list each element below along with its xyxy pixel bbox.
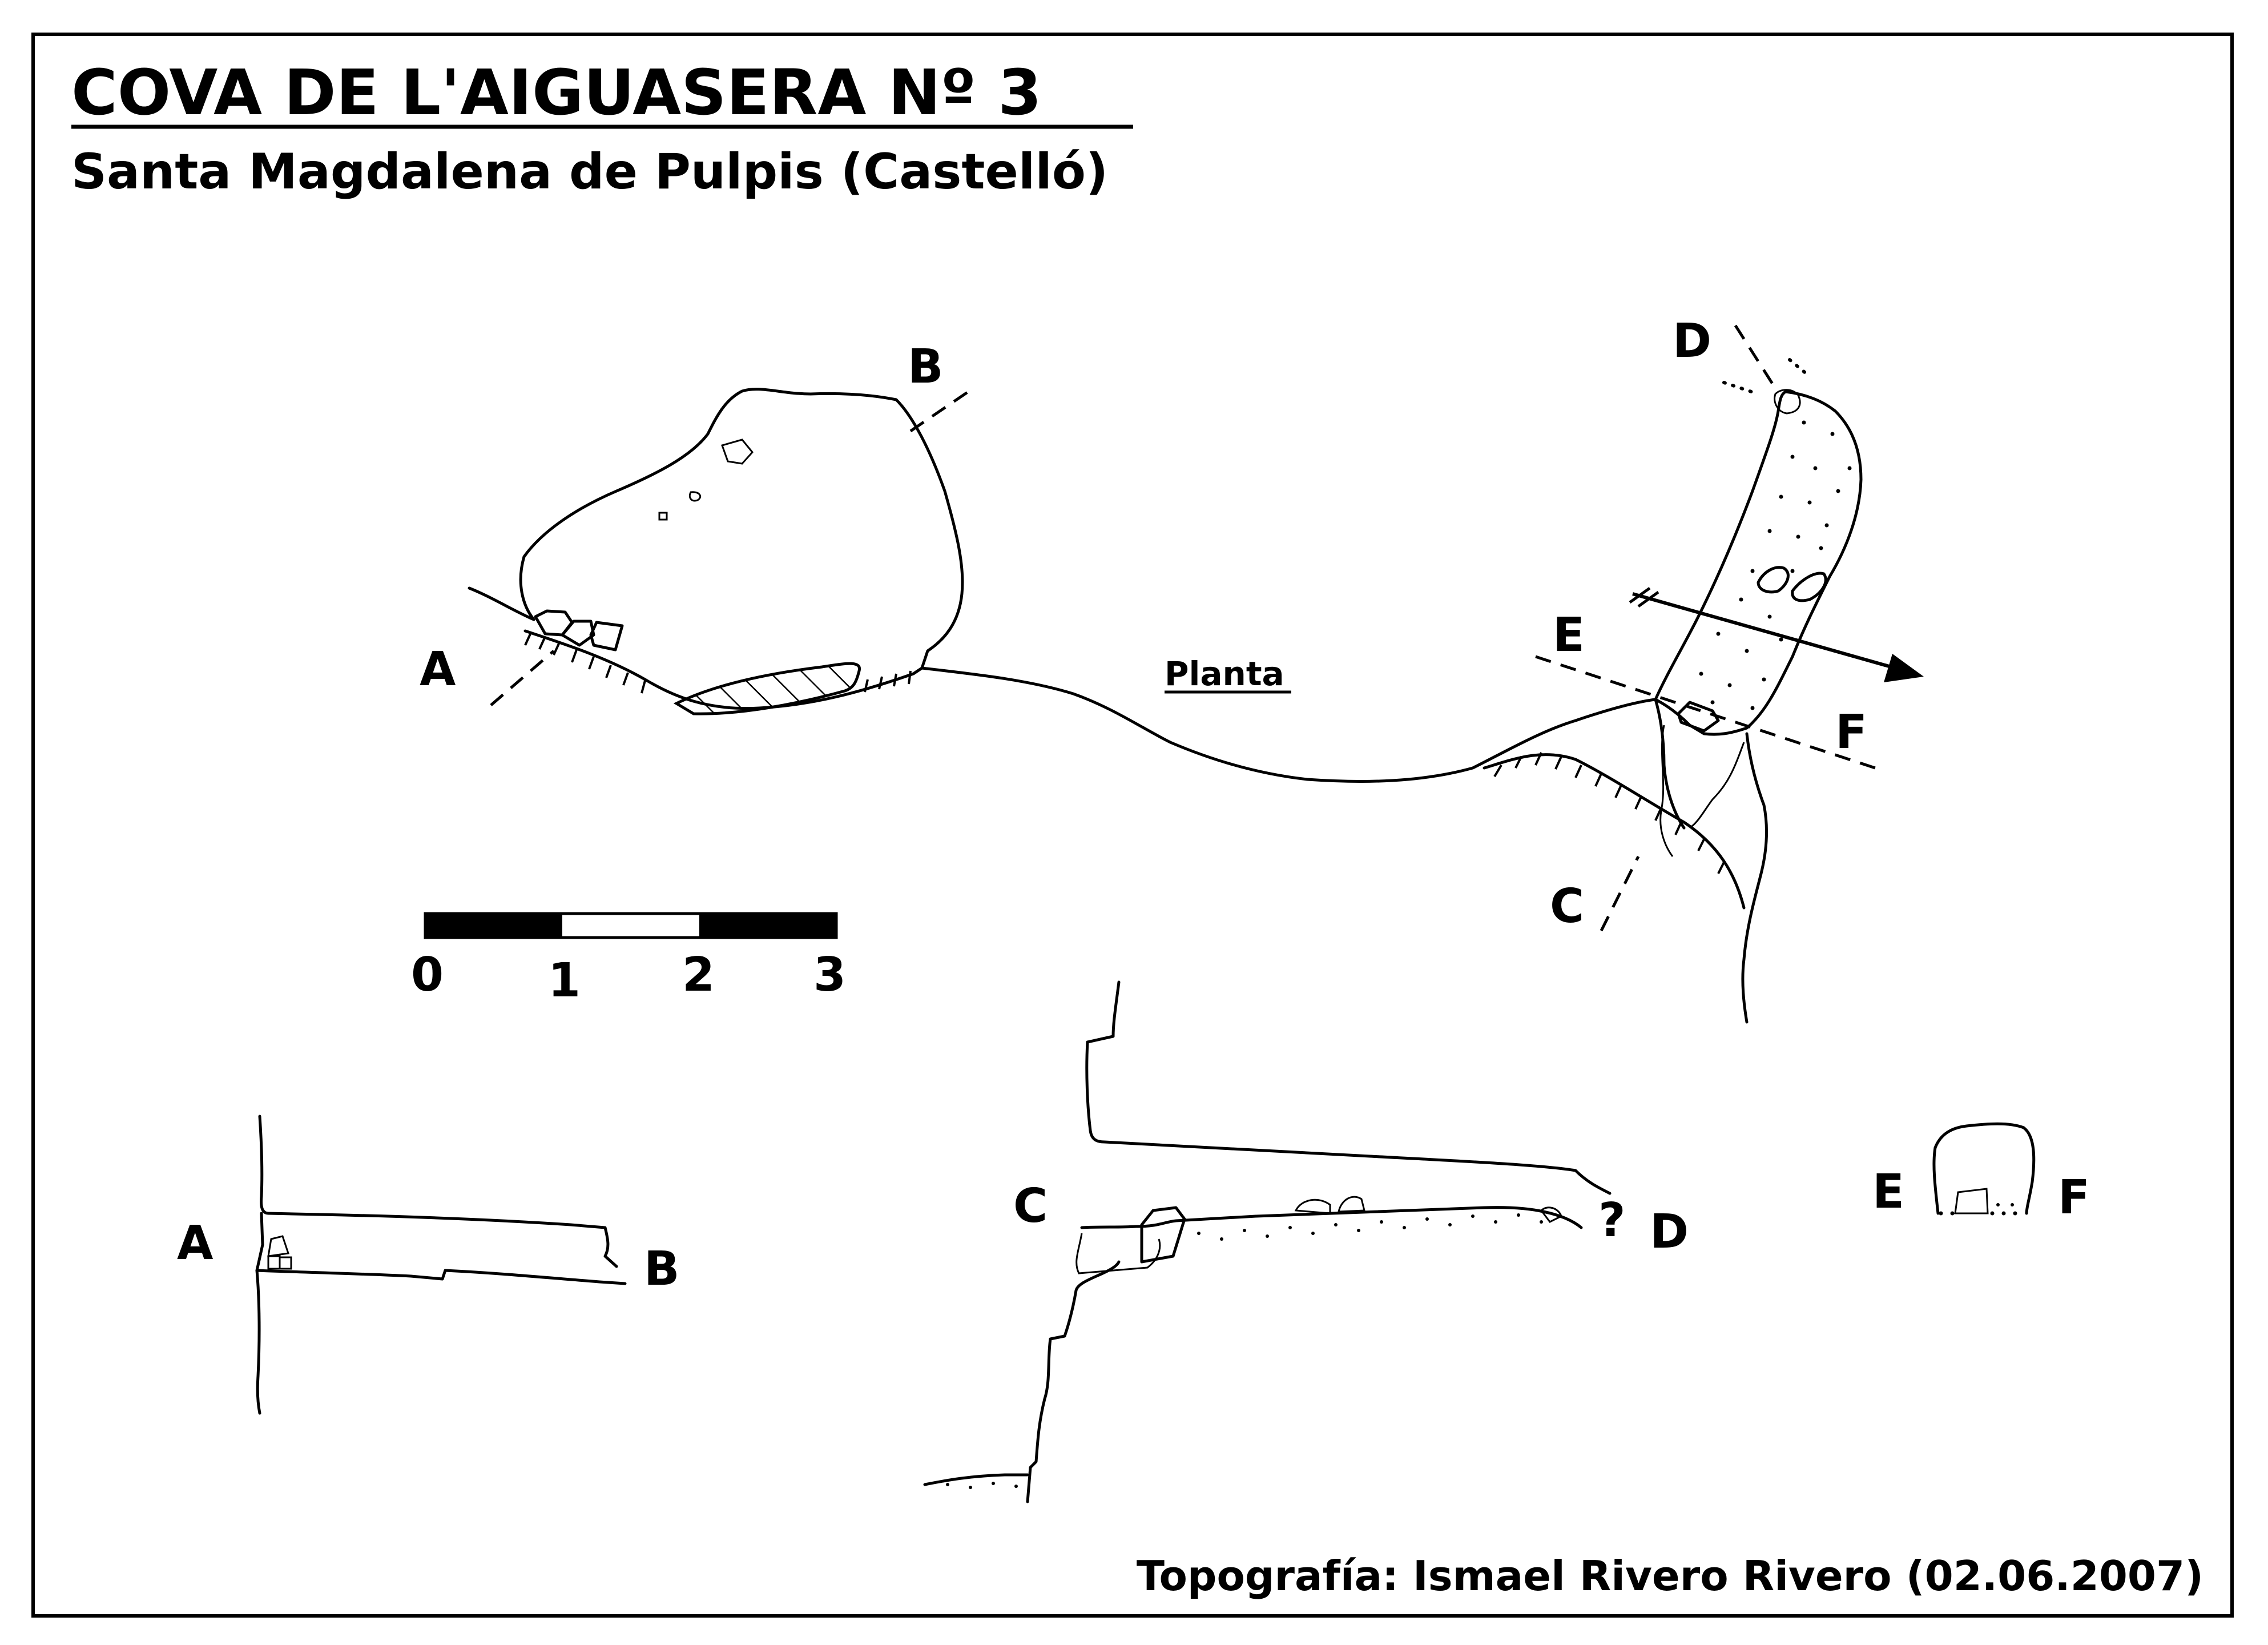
section-line-ef (1535, 655, 1876, 770)
profile-a-b-west-wall (255, 1269, 261, 1415)
plan-gallery-boulder-1 (1757, 566, 1790, 594)
plan-chamber-west-outline (519, 388, 964, 670)
plan-boulder-3 (589, 621, 624, 651)
profile-c-d-uncertain-mark: ? (1598, 1193, 1626, 1248)
profile-c-d-boulder-4 (1540, 1206, 1562, 1223)
profile-c-d-step (1075, 1233, 1161, 1274)
profile-a-b-label-a: A (177, 1216, 213, 1270)
profile-c-d-floor (1080, 1206, 1583, 1229)
profile-c-d-label-c: C (1013, 1179, 1048, 1233)
profile-c-d: C ? D (923, 980, 1689, 1503)
plan-gallery-south-wall (1741, 732, 1769, 1024)
scale-tick-3: 3 (813, 948, 846, 1002)
section-line-d (1734, 324, 1777, 389)
plan-gallery-boulder-3 (1677, 701, 1720, 733)
plan-view: Planta A B C D E F (420, 314, 1924, 1024)
profile-a-b-entrance (255, 1212, 264, 1272)
plan-gallery-east-outline (1654, 390, 1863, 736)
plan-entrance-line (468, 586, 535, 621)
profile-e-f: E F (1872, 1122, 2090, 1225)
plan-gallery-sediment (1699, 420, 1852, 710)
profile-e-f-floor-dots (1939, 1203, 2017, 1216)
plan-crack-2 (1689, 742, 1745, 829)
plan-tunnel-south-wall (1483, 753, 1746, 910)
profile-a-b-boulder-2 (267, 1255, 281, 1270)
profile-e-f-boulder (1954, 1188, 1989, 1214)
profile-c-d-sediment (946, 1213, 1543, 1489)
plan-gallery-west-wall (1654, 698, 1686, 830)
survey-subtitle: Santa Magdalena de Pulpis (Castelló) (71, 143, 1108, 200)
plan-boulder-2 (561, 620, 595, 647)
profile-c-d-lower-floor (923, 1473, 1029, 1486)
plan-section-label-c: C (1550, 879, 1584, 934)
survey-credit: Topografía: Ismael Rivero Rivero (02.06.… (1137, 1552, 2203, 1600)
plan-tunnel-north-wall (920, 666, 1657, 783)
scale-tick-2: 2 (682, 948, 715, 1002)
plan-pebble-2 (658, 512, 668, 521)
plan-hatched-deposit (673, 662, 861, 715)
profile-c-d-ceiling (1085, 980, 1612, 1195)
section-line-c (1600, 855, 1640, 932)
plan-section-label-e: E (1553, 608, 1585, 662)
section-line-a (490, 650, 555, 706)
plan-boulder-4 (721, 439, 754, 465)
section-line-d-dots-2 (1722, 381, 1760, 396)
profile-c-d-boulder-2 (1294, 1198, 1331, 1214)
north-arrow (1629, 586, 1924, 682)
plan-pebble-1 (688, 491, 702, 502)
profile-a-b-boulder-3 (279, 1256, 292, 1270)
scale-tick-1: 1 (548, 954, 581, 1008)
profile-c-d-boulder-1 (1140, 1206, 1186, 1264)
plan-label: Planta (1165, 654, 1284, 693)
scale-tick-0: 0 (411, 948, 444, 1002)
plan-gallery-boulder-4 (1774, 389, 1801, 415)
page-border (31, 33, 2234, 1618)
profile-c-d-west-wall (1026, 1260, 1121, 1503)
profile-a-b-label-b: B (644, 1242, 680, 1296)
profile-e-f-label-f: F (2058, 1171, 2090, 1225)
profile-e-f-outline (1932, 1122, 2036, 1215)
plan-wall-ticks (524, 632, 1725, 874)
profile-a-b-ceiling (258, 1115, 618, 1268)
plan-gallery-boulder-2 (1791, 572, 1827, 602)
section-line-d-dots-1 (1788, 358, 1808, 376)
profile-c-d-label-d: D (1650, 1205, 1689, 1259)
survey-title: COVA DE L'AIGUASERA Nº 3 (71, 56, 1042, 129)
profile-c-d-boulder-3 (1338, 1196, 1365, 1213)
scale-bar: 0 1 2 3 (411, 912, 846, 1008)
profile-e-f-label-e: E (1872, 1165, 1904, 1219)
profile-a-b: A B (177, 1115, 680, 1415)
section-line-b (909, 387, 974, 433)
profile-a-b-floor (255, 1269, 627, 1285)
profile-a-b-boulder-1 (267, 1235, 289, 1257)
plan-section-label-f: F (1835, 705, 1867, 759)
plan-crack-1 (1659, 725, 1674, 857)
plan-section-label-a: A (420, 642, 456, 697)
plan-section-label-d: D (1673, 314, 1711, 368)
plan-section-label-b: B (908, 340, 944, 394)
